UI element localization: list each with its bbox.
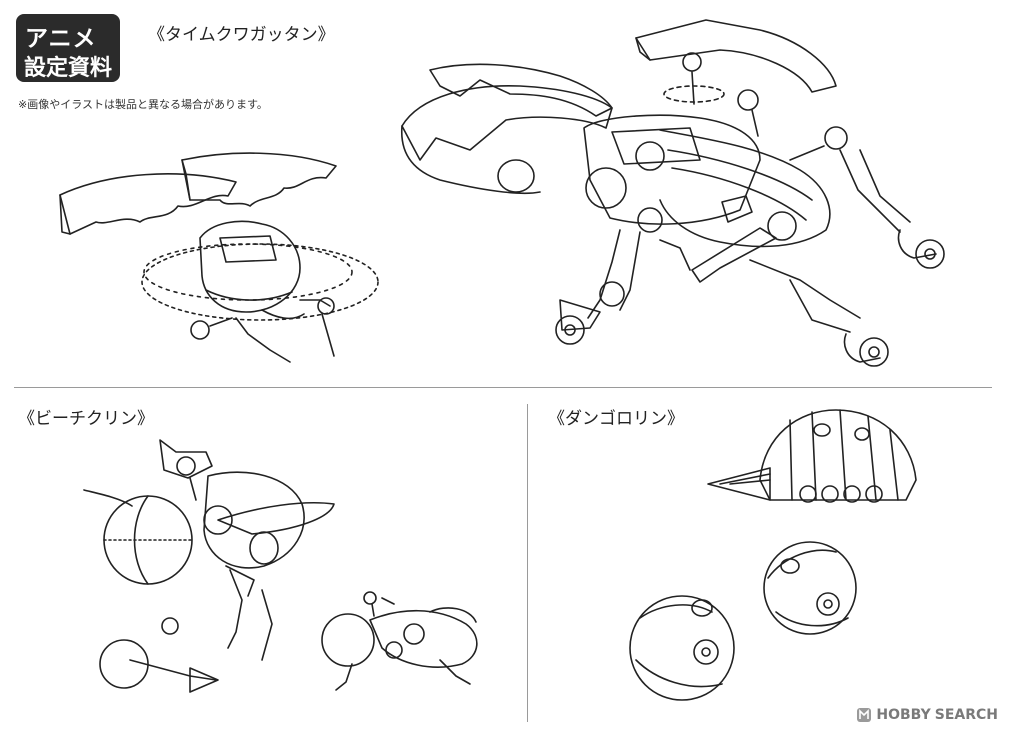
title-time-kuwagattan: 《タイムクワガッタン》 <box>148 25 335 45</box>
disclaimer-note: ※画像やイラストは製品と異なる場合があります。 <box>18 98 268 111</box>
dangororin-illustration <box>629 409 917 701</box>
beechkrin-illustration <box>83 439 478 693</box>
anime-settings-badge: アニメ 設定資料 <box>16 14 120 82</box>
time-kuwagattan-walking-illustration <box>400 19 945 367</box>
title-beechkrin: 《ビーチクリン》 <box>18 409 154 429</box>
badge-line-2: 設定資料 <box>24 56 113 81</box>
section-divider-vertical <box>527 404 528 722</box>
section-divider-horizontal <box>14 387 992 388</box>
hobbysearch-watermark: HOBBY SEARCH <box>856 707 998 723</box>
title-dangororin: 《ダンゴロリン》 <box>548 409 684 429</box>
watermark-brand: HOBBY <box>876 707 931 723</box>
hobbysearch-logo-icon <box>857 708 872 722</box>
badge-line-1: アニメ <box>25 26 97 52</box>
time-kuwagattan-flying-illustration <box>59 152 379 363</box>
watermark-suffix: SEARCH <box>934 707 998 723</box>
